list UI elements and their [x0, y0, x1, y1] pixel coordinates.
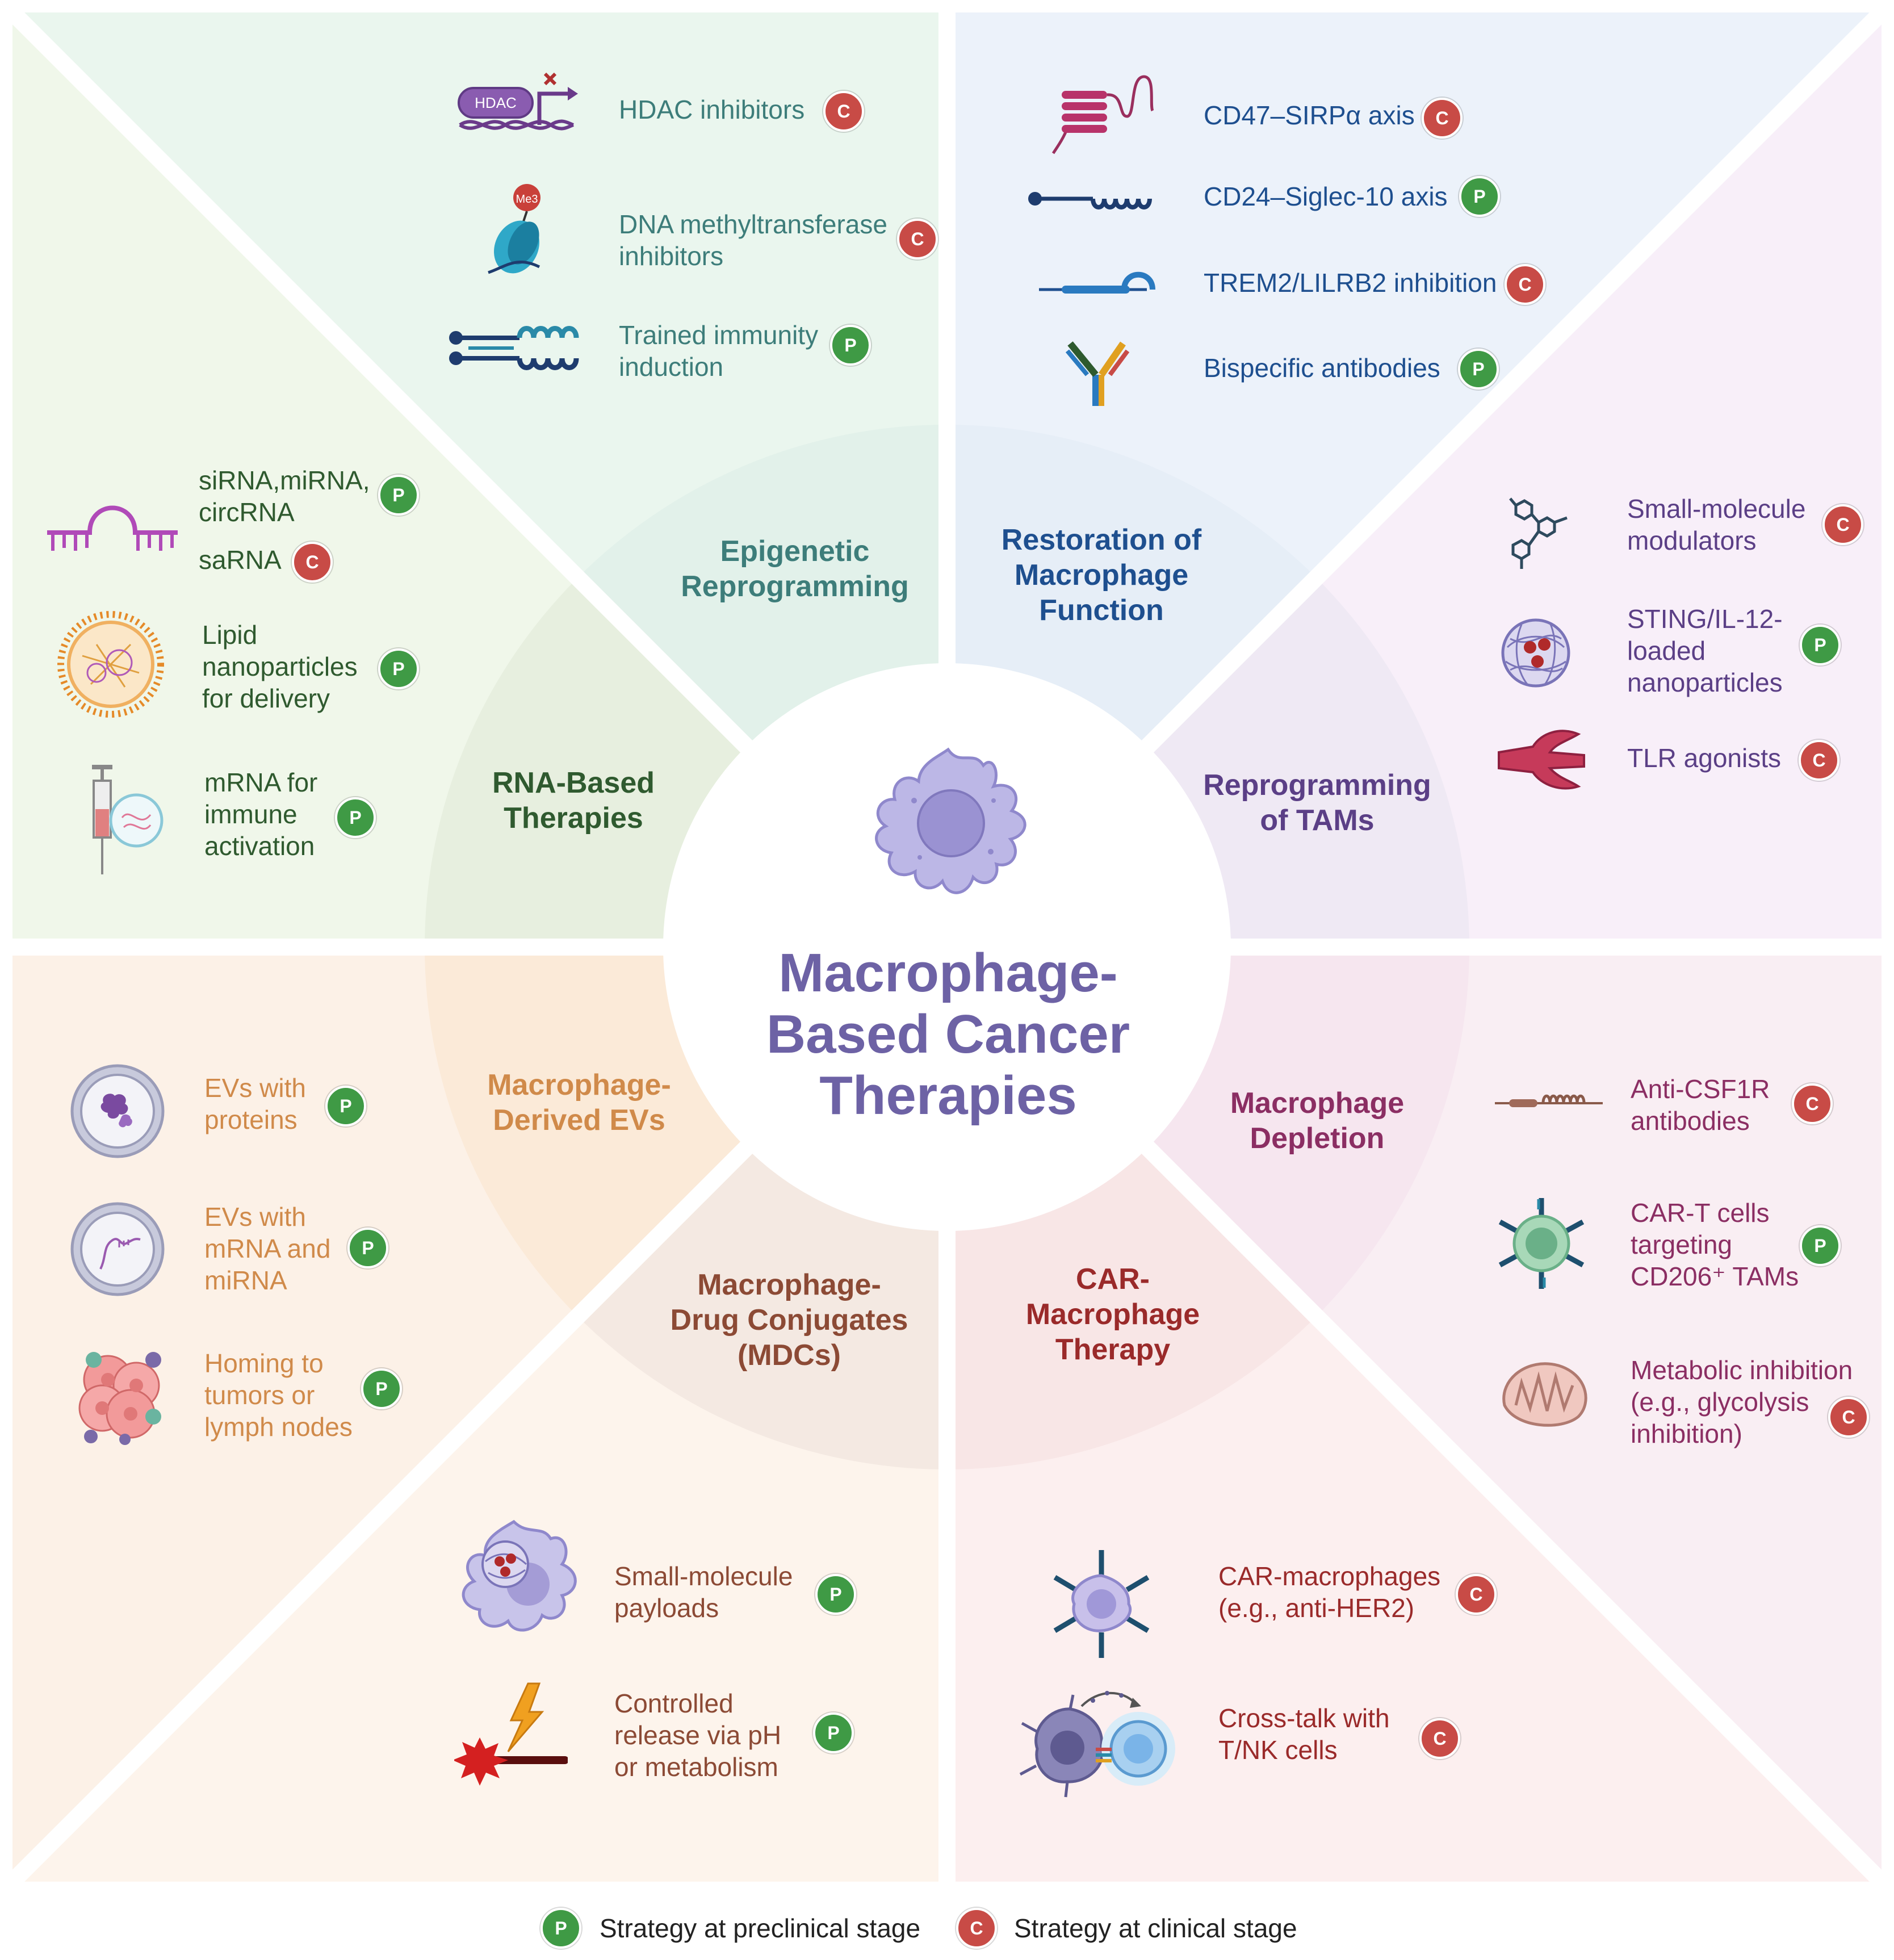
trem2-receptor-icon	[1039, 271, 1155, 294]
legend-preclinical-text: Strategy at preclinical stage	[600, 1913, 921, 1943]
molecule-icon	[1509, 497, 1568, 569]
tlr-receptor-icon	[1498, 730, 1585, 790]
ev-rna-icon	[70, 1202, 165, 1296]
item-label-anti-csf1r: Anti-CSF1R antibodies	[1631, 1074, 1770, 1136]
stage-badge-car-macrophages: C	[1456, 1574, 1497, 1615]
ev-protein-icon	[70, 1064, 165, 1158]
stage-badge-metabolic-inhibition: C	[1828, 1397, 1869, 1438]
item-label-evs-proteins: EVs with proteins	[204, 1073, 306, 1134]
stage-badge-evs-rna: P	[347, 1228, 388, 1268]
me3-icon-text: Me3	[516, 193, 538, 206]
stage-badge-trem2: C	[1505, 264, 1545, 305]
item-label-trem2: TREM2/LILRB2 inhibition	[1204, 268, 1497, 298]
stage-badge-sarna: C	[292, 542, 333, 583]
item-label-small-molecule-modulators: Small-molecule modulators	[1627, 494, 1806, 555]
lipid-nanoparticle-icon	[57, 611, 164, 718]
item-label-tlr-agonists: TLR agonists	[1627, 743, 1782, 773]
hdac-dna-icon: HDAC	[458, 72, 578, 131]
item-label-cd47: CD47–SIRPα axis	[1204, 100, 1415, 130]
segment-label-mdc: Macrophage- Drug Conjugates (MDCs)	[670, 1268, 908, 1372]
stage-badge-lnp: P	[378, 648, 419, 689]
tumor-cluster-icon	[78, 1352, 161, 1445]
segment-label-restoration: Restoration of Macrophage Function	[1001, 523, 1202, 627]
stage-badge-sirna: P	[378, 475, 419, 516]
segment-label-ev: Macrophage- Derived EVs	[487, 1069, 671, 1137]
stage-badge-mrna: P	[335, 797, 376, 838]
car-macrophage-icon	[1053, 1550, 1150, 1658]
item-label-mrna: mRNA for immune activation	[204, 768, 318, 861]
stage-badge-bispecific: P	[1458, 349, 1499, 390]
segment-label-rna: RNA-Based Therapies	[492, 767, 655, 835]
item-label-controlled-release: Controlled release via pH or metabolism	[614, 1689, 782, 1782]
item-label-lnp: Lipid nanoparticles for delivery	[202, 620, 358, 713]
stage-badge-cross-talk: C	[1419, 1718, 1460, 1759]
segment-label-car: CAR- Macrophage Therapy	[1025, 1263, 1200, 1366]
stage-badge-trained-immunity: P	[830, 325, 871, 366]
stage-badge-cd47: C	[1422, 98, 1463, 139]
legend-clinical-text: Strategy at clinical stage	[1014, 1913, 1297, 1943]
controlled-release-icon	[454, 1682, 568, 1786]
nanoparticle-icon	[1501, 618, 1570, 688]
stage-badge-small-molecule-modulators: C	[1822, 504, 1863, 545]
item-label-cross-talk: Cross-talk with T/NK cells	[1218, 1703, 1390, 1765]
cell-crosstalk-icon	[1019, 1691, 1175, 1798]
stage-badge-sting-nanoparticles: P	[1800, 625, 1841, 665]
item-label-homing: Homing to tumors or lymph nodes	[204, 1348, 353, 1442]
stage-badge-homing: P	[361, 1368, 402, 1409]
stage-badge-evs-proteins: P	[325, 1086, 366, 1126]
item-label-sarna: saRNA	[199, 545, 282, 575]
item-label-sirna: siRNA,miRNA, circRNA	[199, 466, 370, 527]
item-label-dnmt: DNA methyltransferase inhibitors	[619, 210, 887, 271]
loaded-macrophage-icon	[462, 1519, 577, 1632]
stage-badge-controlled-release: P	[813, 1712, 854, 1753]
legend-preclinical-badge: P	[540, 1908, 581, 1949]
item-label-trained-immunity: Trained immunity induction	[619, 320, 819, 382]
stage-badge-anti-csf1r: C	[1792, 1083, 1833, 1124]
car-t-cell-icon	[1498, 1198, 1585, 1289]
bispecific-antibody-icon	[1065, 341, 1130, 406]
center-title: Macrophage- Based Cancer Therapies	[766, 943, 1130, 1126]
stage-badge-small-molecule-payloads: P	[815, 1574, 856, 1615]
hdac-icon-text: HDAC	[475, 94, 517, 111]
receptor-pair-icon	[449, 326, 579, 370]
stage-badge-cd24: P	[1459, 176, 1500, 217]
syringe-mrna-icon	[92, 765, 164, 874]
siglec-receptor-icon	[1028, 192, 1152, 210]
item-label-car-t-cd206: CAR-T cells targeting CD206⁺ TAMs	[1631, 1198, 1799, 1291]
csf1r-receptor-icon	[1495, 1094, 1603, 1107]
item-label-car-macrophages: CAR-macrophages (e.g., anti-HER2)	[1218, 1561, 1441, 1623]
stage-badge-tlr-agonists: C	[1799, 740, 1839, 781]
macrophage-icon	[875, 747, 1026, 894]
stage-badge-car-t-cd206: P	[1800, 1225, 1841, 1266]
segment-label-depletion: Macrophage Depletion	[1230, 1087, 1405, 1155]
stage-badge-dnmt: C	[897, 219, 938, 259]
transmembrane-receptor-icon	[1051, 75, 1154, 154]
center-circle	[663, 663, 1231, 1231]
item-label-cd24: CD24–Siglec-10 axis	[1204, 182, 1448, 211]
item-label-bispecific: Bispecific antibodies	[1204, 353, 1440, 383]
mitochondrion-icon	[1502, 1362, 1587, 1427]
stage-badge-hdac: C	[823, 91, 864, 132]
segment-label-epigenetic: Epigenetic Reprogramming	[681, 535, 909, 603]
item-label-evs-rna: EVs with mRNA and miRNA	[204, 1202, 331, 1295]
segment-label-reprogramming: Reprogramming of TAMs	[1203, 769, 1431, 837]
item-label-small-molecule-payloads: Small-molecule payloads	[614, 1561, 793, 1623]
rna-hairpin-icon	[47, 505, 178, 551]
legend-clinical-badge: C	[956, 1908, 997, 1949]
nucleosome-icon: Me3	[488, 184, 540, 274]
item-label-sting-nanoparticles: STING/IL-12- loaded nanoparticles	[1627, 604, 1783, 697]
item-label-hdac: HDAC inhibitors	[619, 95, 805, 124]
item-label-metabolic-inhibition: Metabolic inhibition (e.g., glycolysis i…	[1631, 1355, 1853, 1448]
